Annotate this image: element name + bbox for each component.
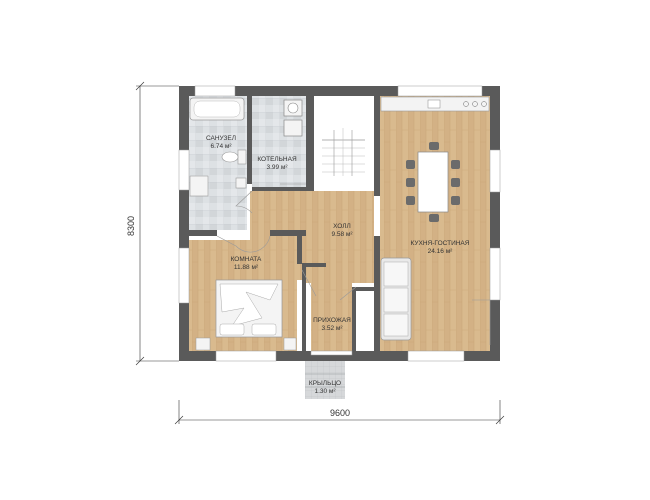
sofa [380,257,412,341]
kitchen-name: КУХНЯ-ГОСТИНАЯ [411,240,470,247]
entry-name: ПРИХОЖАЯ [313,317,351,324]
walls [179,86,500,361]
boiler-area: 3.99 м² [266,164,288,171]
hall-name: ХОЛЛ [333,223,351,230]
dining-table [417,151,449,213]
room-fixtures [195,279,297,351]
kitchen-area: 24.16 м² [428,248,454,255]
porch-area: 1.30 м² [314,388,336,395]
room-area: 11.88 м² [234,264,259,271]
sink [189,175,209,197]
windows [178,85,501,362]
room-name: КОМНАТА [231,256,262,263]
toilet [237,149,247,165]
kitchen-fixtures [380,96,490,341]
height-dimension-label: 8300 [126,216,136,236]
bathroom-area: 6.74 м² [210,143,232,150]
doors [216,183,491,345]
room-labels: САНУЗЕЛ 6.74 м² КОТЕЛЬНАЯ 3.99 м² ХОЛЛ 9… [206,135,470,395]
porch-name: КРЫЛЬЦО [309,380,341,387]
bathroom-fixtures [189,97,247,197]
bathroom-name: САНУЗЕЛ [206,135,236,142]
width-dimension-label: 9600 [330,408,350,418]
dimension-lines [135,81,505,425]
staircase [314,96,374,176]
entry-floor [311,283,352,351]
entry-area: 3.52 м² [321,325,343,332]
boiler-fixtures [283,99,303,137]
porch-floor [305,355,345,399]
boiler-name: КОТЕЛЬНАЯ [257,156,297,163]
hall-entry-floor [302,263,374,283]
dining-chairs [406,142,460,222]
hall-area: 9.58 м² [331,231,353,238]
